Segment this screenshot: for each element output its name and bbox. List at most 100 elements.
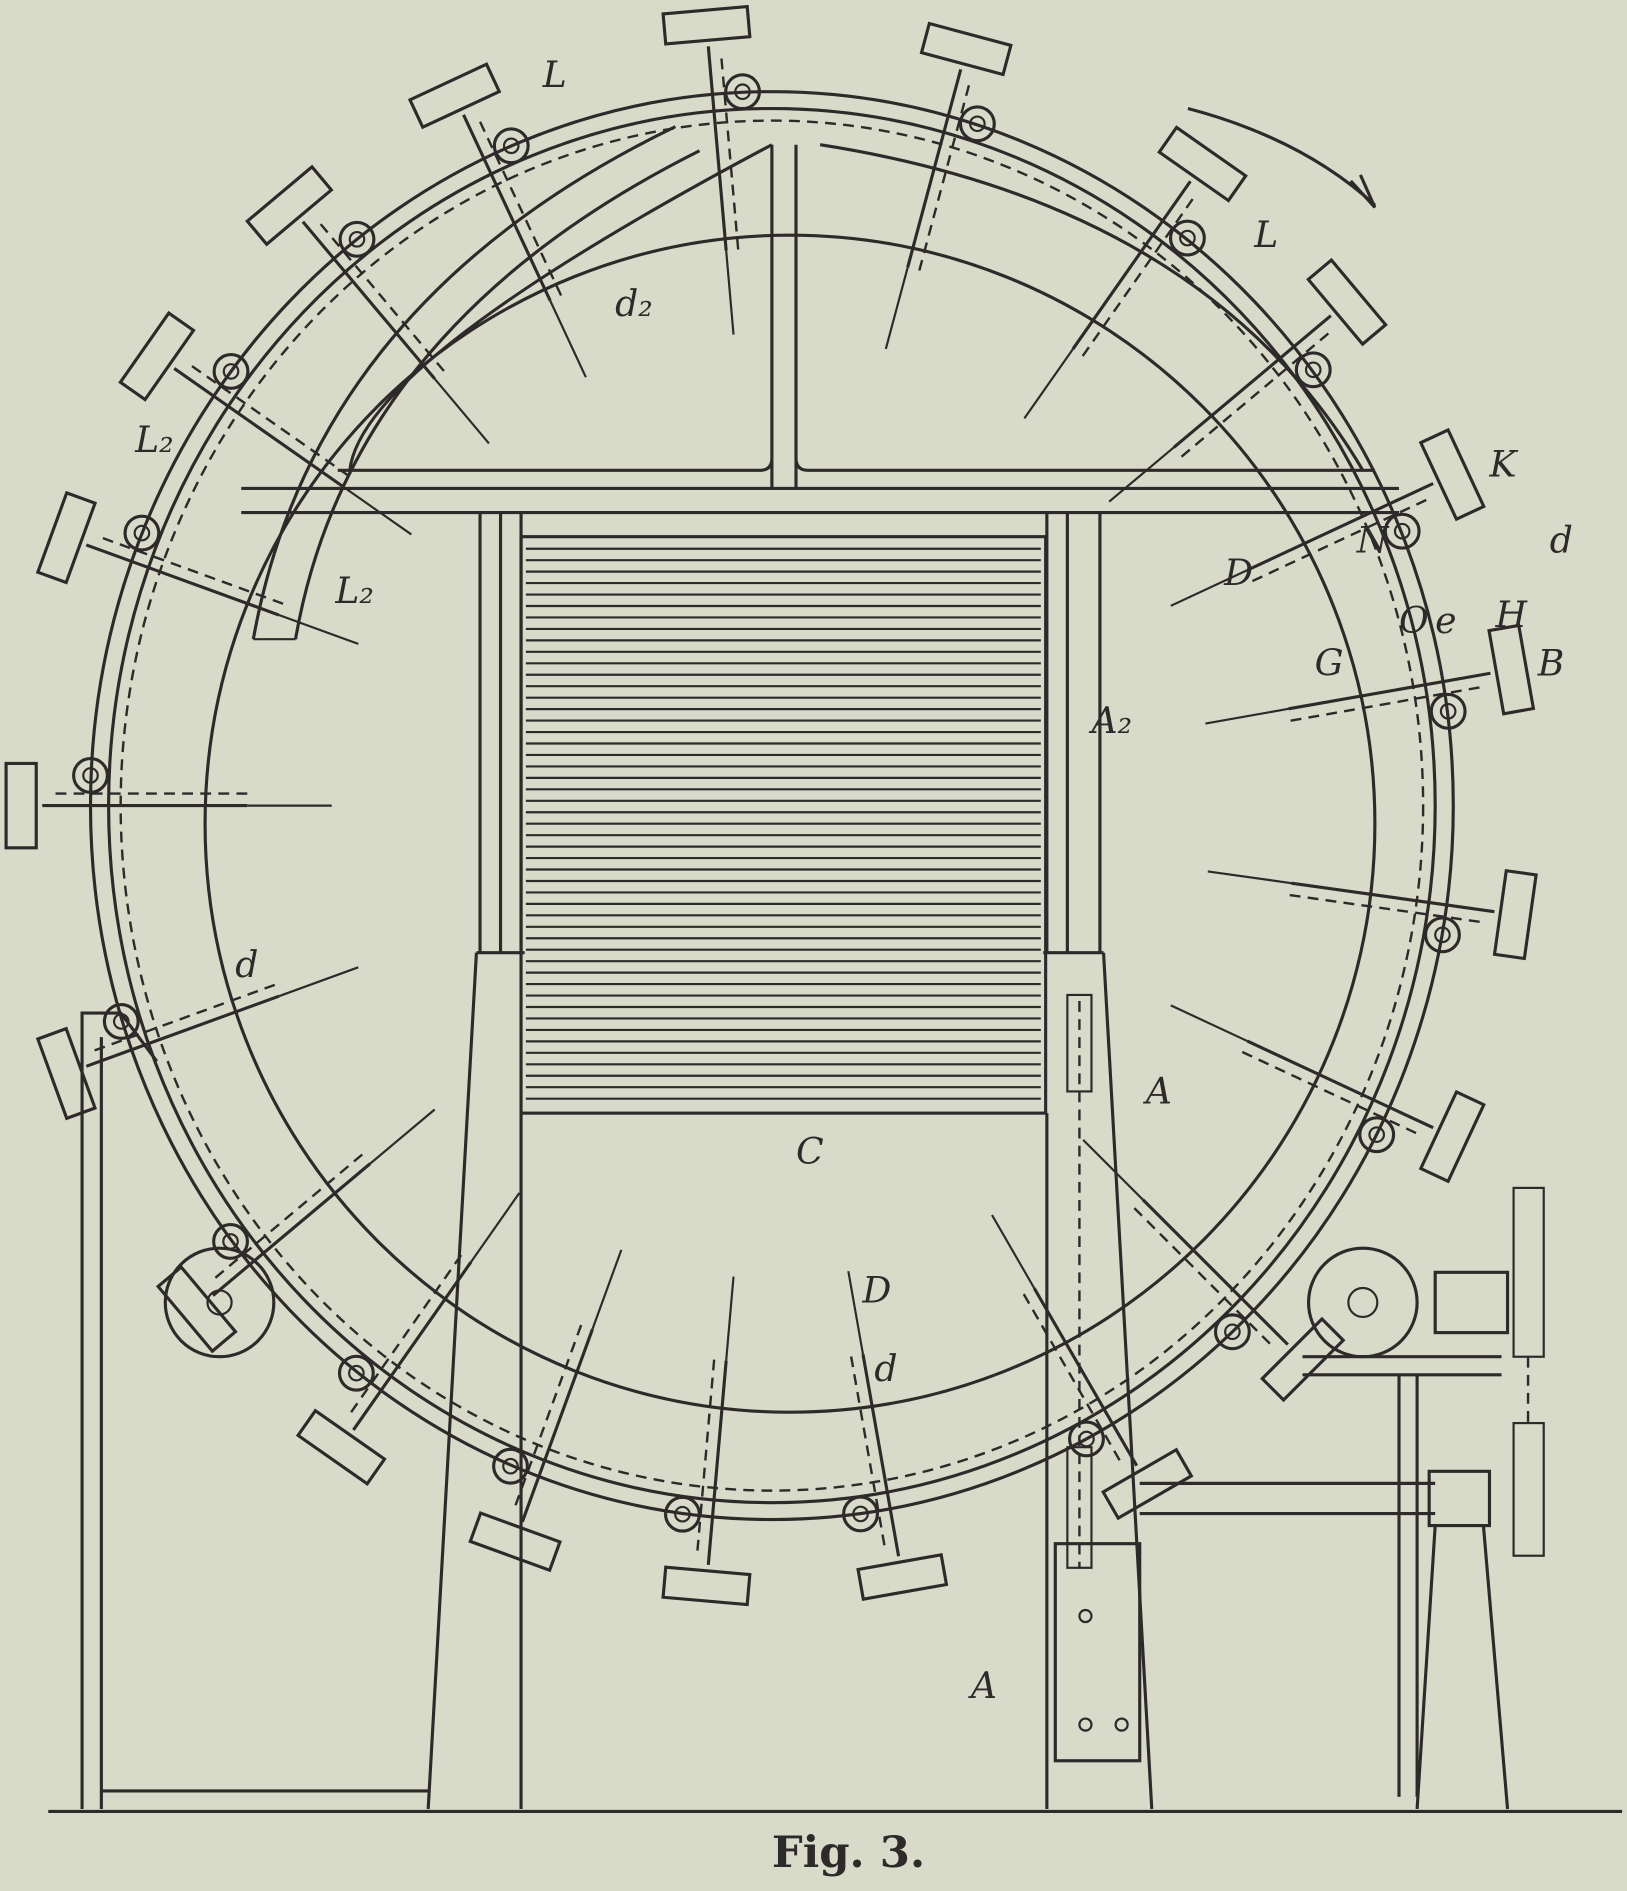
label-d2: d₂ [615, 282, 653, 325]
roller-hub-icon [502, 137, 520, 155]
card-clamp [661, 4, 761, 335]
sprocket-upper [1066, 993, 1093, 1093]
bearing-block-a [1053, 1542, 1142, 1763]
roller-hub-icon [969, 115, 986, 133]
clamp-arm [85, 543, 280, 617]
roller-hub-icon [1434, 926, 1451, 944]
arrow-head-icon [1349, 174, 1377, 209]
roller-icon [492, 1447, 529, 1485]
clamp-head [1157, 125, 1248, 203]
clamp-head [468, 1511, 562, 1573]
card-clamp [1170, 1004, 1486, 1184]
clamp-arm [861, 1354, 901, 1557]
clamp-arm [1032, 1287, 1139, 1467]
card-clamp [1170, 427, 1486, 607]
clamp-head [1418, 1089, 1486, 1184]
label-a2: A₂ [1088, 699, 1132, 742]
clamp-head [35, 1026, 98, 1121]
needle [433, 378, 490, 445]
card-clamp [155, 1108, 436, 1354]
needle [369, 1108, 436, 1165]
cylinder-c [519, 535, 1048, 1115]
roller-icon [1424, 916, 1461, 954]
roller-hub-icon [1304, 361, 1322, 379]
roller-icon [724, 73, 761, 111]
clamp-head [245, 164, 334, 247]
roller-icon [123, 514, 161, 552]
roller-left [163, 1246, 276, 1359]
clamp-head [1487, 623, 1536, 716]
card-clamp [991, 1214, 1194, 1521]
right-frame [1302, 1355, 1502, 1797]
roller-icon [337, 1354, 375, 1392]
clamp-arm [1288, 671, 1491, 711]
clamp-arm-edge [209, 1153, 364, 1284]
clamp-head [295, 1408, 387, 1486]
label-d-left: d [235, 943, 258, 986]
clamp-arm-edge [1081, 192, 1198, 357]
clamp-head [35, 490, 98, 585]
bolt [1114, 1717, 1129, 1732]
clamp-arm-edge [315, 217, 445, 372]
guide-l2-inner [293, 149, 701, 640]
label-c: C [796, 1130, 824, 1173]
roller-hub-icon [502, 1457, 519, 1475]
gear-lower [1512, 1421, 1545, 1557]
roller-icon [212, 352, 250, 390]
roller-icon [1429, 692, 1467, 730]
card-clamps [4, 4, 1538, 1607]
label-l-top: L [542, 53, 567, 96]
roller-hub-icon [1078, 1430, 1095, 1448]
roller-hub [1347, 1286, 1379, 1319]
label-g: G [1315, 641, 1344, 684]
clamp-arm [352, 1261, 473, 1431]
label-a-chain: A [1143, 1069, 1172, 1112]
needle [991, 1214, 1036, 1289]
needle [725, 250, 735, 335]
card-clamp [1207, 868, 1538, 961]
clamp-head [118, 310, 196, 402]
sprocket-lower [1066, 1446, 1093, 1569]
card-clamp [884, 21, 1013, 350]
roller-hub-icon [1179, 229, 1196, 247]
left-frame [80, 1011, 159, 1809]
needle [549, 300, 587, 378]
top-frame-arcs [348, 143, 1365, 472]
cylinder-posts [478, 512, 1102, 953]
inner-drum-circle [203, 233, 1377, 1414]
label-n: N [1356, 518, 1390, 561]
card-clamp [295, 1192, 521, 1486]
clamp-head [661, 1565, 752, 1607]
needle [884, 267, 909, 350]
bolt [1078, 1717, 1093, 1732]
guide-l2-outer [251, 125, 677, 640]
roller-hub-icon [1439, 702, 1457, 720]
roller-hub-icon [1393, 522, 1411, 540]
card-clamp [468, 1249, 623, 1573]
needle [1082, 1139, 1144, 1201]
roller-hub-icon [1368, 1126, 1386, 1143]
roller-icon [958, 105, 996, 143]
card-clamp [661, 1276, 752, 1607]
roller-icon [338, 220, 376, 258]
clamp-head [4, 761, 38, 850]
roller-icon [1168, 219, 1206, 257]
roller-hub-icon [348, 1364, 365, 1382]
roller-icon [664, 1495, 701, 1533]
label-e: e [1435, 599, 1456, 642]
roller-hub-icon [112, 1013, 130, 1030]
clamp-head [919, 21, 1013, 77]
needle [1170, 569, 1248, 607]
roller-icon [102, 1003, 140, 1040]
card-clamp [1108, 257, 1388, 503]
clamp-arm-edge [719, 51, 740, 250]
label-k: K [1488, 442, 1518, 485]
clamp-head [155, 1264, 238, 1354]
card-clamp [4, 757, 332, 850]
clamp-head [1101, 1447, 1194, 1521]
needle [847, 1270, 865, 1355]
roller-hub-icon [1224, 1323, 1241, 1341]
roller-icon [1213, 1313, 1251, 1351]
clamp-arm [1172, 314, 1332, 449]
